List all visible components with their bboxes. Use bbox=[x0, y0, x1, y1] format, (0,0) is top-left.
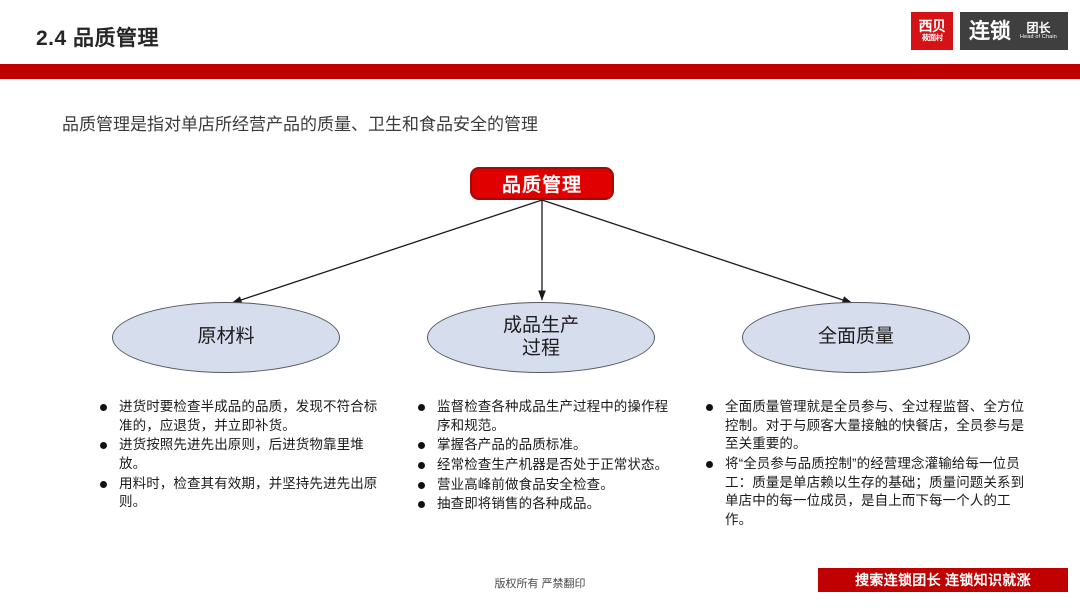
bullet-dot-icon bbox=[100, 442, 107, 450]
connector-left bbox=[231, 199, 543, 304]
bullet-dot-icon bbox=[418, 461, 425, 469]
logo-series-mark: 连锁 团长 Head of Chain bbox=[960, 12, 1068, 50]
logo-brand-line1: 西贝 bbox=[918, 18, 947, 35]
diagram-root-node[interactable]: 品质管理 bbox=[470, 167, 614, 200]
bullet-dot-icon bbox=[418, 481, 425, 489]
footer-promo-badge[interactable]: 搜索连锁团长 连锁知识就涨 bbox=[818, 568, 1068, 592]
list-item: 将“全员参与品质控制”的经营理念灌输给每一位员工：质量是单店赖以生存的基础；质量… bbox=[706, 455, 1036, 530]
list-item: 掌握各产品的品质标准。 bbox=[418, 436, 678, 455]
bullet-dot-icon bbox=[418, 442, 425, 450]
logo-side-group: 团长 Head of Chain bbox=[1018, 20, 1059, 41]
bullet-dot-icon bbox=[706, 460, 713, 468]
diagram-node-total-quality[interactable]: 全面质量 bbox=[742, 302, 970, 373]
logo-brand-mark: 西贝 莜面村 bbox=[911, 12, 954, 50]
list-item: 进货按照先进先出原则，后进货物靠里堆放。 bbox=[100, 436, 380, 473]
list-item: 用料时，检查其有效期，并坚持先进先出原则。 bbox=[100, 475, 380, 512]
list-item: 全面质量管理就是全员参与、全过程监督、全方位控制。对于与顾客大量接触的快餐店，全… bbox=[706, 398, 1036, 454]
bullet-column-total-quality: 全面质量管理就是全员参与、全过程监督、全方位控制。对于与顾客大量接触的快餐店，全… bbox=[706, 398, 1036, 530]
list-item: 抽查即将销售的各种成品。 bbox=[418, 495, 678, 514]
list-item: 进货时要检查半成品的品质，发现不符合标准的，应退货，并立即补货。 bbox=[100, 398, 380, 435]
diagram-root-label: 品质管理 bbox=[501, 175, 582, 196]
logo-main-text: 连锁 bbox=[969, 19, 1012, 43]
bullet-dot-icon bbox=[418, 501, 425, 509]
diagram-node-label: 全面质量 bbox=[817, 326, 894, 348]
logo-side-cn: 团长 bbox=[1026, 20, 1051, 35]
diagram-node-raw-materials[interactable]: 原材料 bbox=[112, 302, 340, 373]
bullet-dot-icon bbox=[706, 404, 713, 411]
logo-side-en: Head of Chain bbox=[1020, 34, 1057, 40]
diagram-node-label: 原材料 bbox=[197, 326, 255, 348]
bullet-dot-icon bbox=[418, 404, 425, 411]
header-accent-bar bbox=[0, 64, 1080, 79]
footer-copyright: 版权所有 严禁翻印 bbox=[494, 578, 586, 590]
brand-logo: 西贝 莜面村 连锁 团长 Head of Chain bbox=[911, 12, 1068, 50]
bullet-column-raw-materials: 进货时要检查半成品的品质，发现不符合标准的，应退货，并立即补货。 进货按照先进先… bbox=[100, 398, 380, 513]
logo-brand-line2: 莜面村 bbox=[921, 33, 943, 42]
list-item: 营业高峰前做食品安全检查。 bbox=[418, 476, 678, 495]
list-item: 监督检查各种成品生产过程中的操作程序和规范。 bbox=[418, 398, 678, 435]
bullet-dot-icon bbox=[100, 480, 107, 488]
diagram-node-production-process[interactable]: 成品生产 过程 bbox=[427, 302, 655, 373]
page-title: 2.4 品质管理 bbox=[36, 27, 160, 50]
diagram-node-label: 成品生产 过程 bbox=[502, 314, 579, 359]
connector-right bbox=[541, 199, 853, 304]
bullet-column-production-process: 监督检查各种成品生产过程中的操作程序和规范。 掌握各产品的品质标准。 经常检查生… bbox=[418, 398, 678, 515]
list-item: 经常检查生产机器是否处于正常状态。 bbox=[418, 456, 678, 475]
lead-paragraph: 品质管理是指对单店所经营产品的质量、卫生和食品安全的管理 bbox=[62, 115, 538, 134]
bullet-dot-icon bbox=[100, 404, 107, 411]
footer-promo-text: 搜索连锁团长 连锁知识就涨 bbox=[855, 572, 1031, 588]
